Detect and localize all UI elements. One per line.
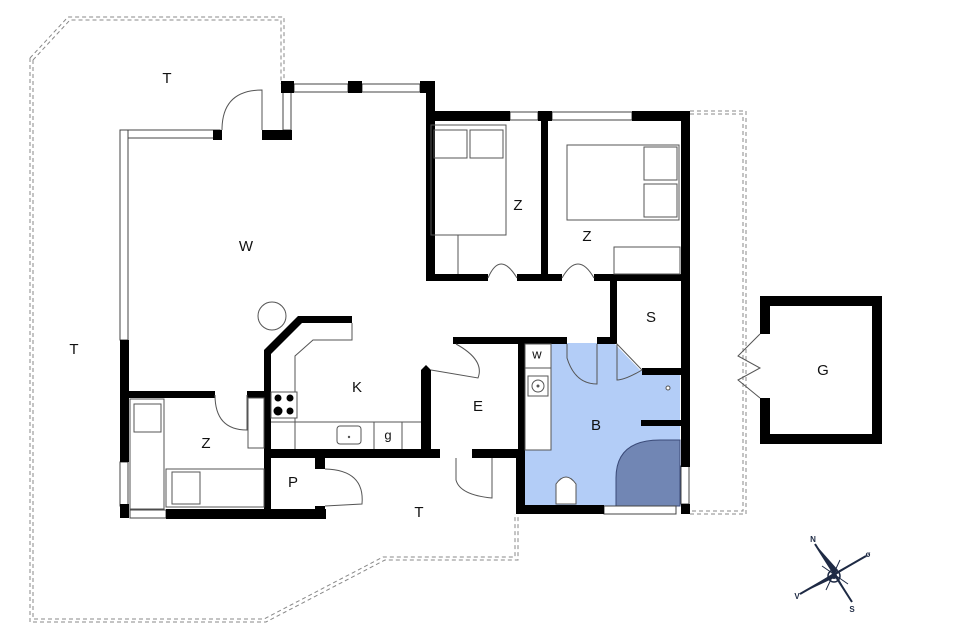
label-bathroom: B xyxy=(591,417,601,434)
floor-drain xyxy=(665,385,671,391)
door-bedroom-1 xyxy=(487,263,518,279)
label-bedroom-2: Z xyxy=(582,228,591,245)
walls xyxy=(120,81,882,519)
bathroom-floor xyxy=(525,343,681,507)
label-bedroom-3: Z xyxy=(201,435,210,452)
compass-east: ø xyxy=(866,550,871,559)
label-shed: G xyxy=(817,362,829,379)
toilet xyxy=(555,476,577,505)
label-utility: P xyxy=(288,474,298,491)
door-utility xyxy=(324,468,363,507)
compass-west: V xyxy=(794,592,800,601)
compass-north: N xyxy=(810,535,816,544)
room-labels: T T T W Z Z Z K g E S B w P G xyxy=(69,70,828,521)
double-bed-2 xyxy=(566,144,680,221)
door-storage xyxy=(616,342,643,381)
round-table xyxy=(257,301,287,331)
door-entrance-inner xyxy=(430,343,480,379)
terrace-outlines xyxy=(29,16,747,623)
single-bed-1 xyxy=(129,398,165,510)
door-bathroom xyxy=(566,344,598,385)
label-entrance: E xyxy=(473,398,483,415)
furniture xyxy=(129,124,681,510)
label-terrace-north: T xyxy=(162,70,171,87)
doors xyxy=(214,89,762,507)
door-shed xyxy=(737,333,762,399)
label-storage: S xyxy=(646,309,656,326)
label-bedroom-1: Z xyxy=(513,197,522,214)
label-terrace-west: T xyxy=(69,341,78,358)
sink xyxy=(336,425,362,445)
label-terrace-south: T xyxy=(414,504,423,521)
door-bedroom-2 xyxy=(561,263,595,279)
compass-rose-icon: N ø S V xyxy=(794,535,870,614)
double-bed-1 xyxy=(430,124,507,236)
label-washer: w xyxy=(531,346,542,361)
label-living-room: W xyxy=(239,238,254,255)
single-bed-2 xyxy=(165,468,265,508)
shower-area xyxy=(615,439,681,507)
label-kitchen-appliance: g xyxy=(384,427,391,442)
label-kitchen: K xyxy=(352,379,362,396)
door-entrance-outer xyxy=(455,458,493,499)
door-terrace-north xyxy=(221,89,263,131)
compass-south: S xyxy=(849,605,855,614)
door-bedroom-3 xyxy=(214,394,248,431)
